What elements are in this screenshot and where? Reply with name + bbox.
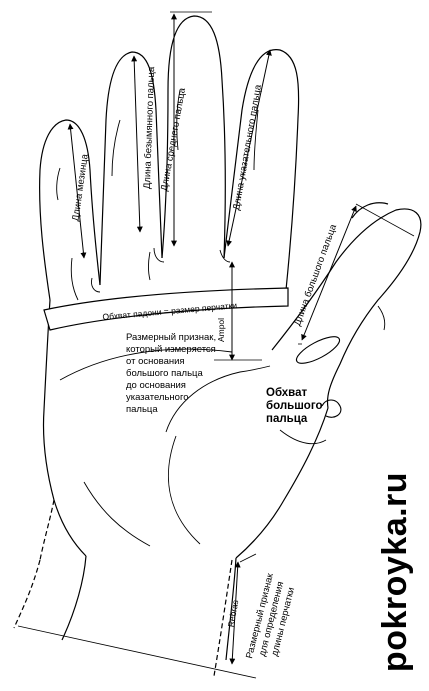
size-note-line-4: большого пальца — [126, 368, 203, 379]
index-finger-arrow — [226, 49, 272, 247]
size-note-line-6: указательного — [126, 392, 189, 403]
size-note-line-7: пальца — [126, 404, 158, 415]
palm-outline — [42, 299, 55, 501]
thumb-girth-ring — [295, 336, 342, 418]
size-note-line-3: от основания — [126, 356, 185, 367]
middle-finger-outline — [161, 15, 226, 259]
thumb-arrow — [301, 205, 357, 341]
rebras-label: Rebras — [226, 599, 241, 628]
little-finger-outline — [39, 119, 101, 301]
thumb-label: Длина большого пальца — [292, 222, 339, 327]
finger-inner-lines — [91, 247, 231, 293]
thumb-girth-label: Обхват большого пальца — [266, 387, 323, 425]
thumb-girth-line-3: пальца — [266, 413, 308, 425]
index-finger-label: Длина указательного пальца — [231, 83, 264, 211]
size-note-line-1: Размерный признак, — [126, 332, 216, 343]
ring-finger-arrow — [131, 55, 143, 233]
little-finger-arrow — [67, 123, 87, 259]
ring-finger-label: Длина безымянного пальца — [142, 66, 157, 189]
size-note: Размерный признак, который измеряется от… — [126, 332, 216, 415]
measurement-arrows — [17, 11, 415, 679]
palm-girth-band — [43, 287, 289, 331]
ring-finger-outline — [99, 51, 163, 286]
site-watermark: pokroyka.ru — [376, 472, 414, 672]
thumb-outline — [271, 208, 422, 409]
size-note-line-2: который измеряется — [126, 344, 216, 355]
thumb-girth-line-1: Обхват — [266, 387, 307, 399]
hand-outline — [13, 15, 422, 677]
size-note-line-5: до основания — [126, 380, 186, 391]
thumb-girth-line-2: большого — [266, 400, 323, 412]
rebras-arrow — [229, 561, 241, 665]
glove-length-note: Размерный признак для определения длины … — [244, 571, 297, 659]
little-finger-label: Длина мезинца — [70, 153, 90, 222]
ampol-label: Ampol — [216, 318, 226, 342]
